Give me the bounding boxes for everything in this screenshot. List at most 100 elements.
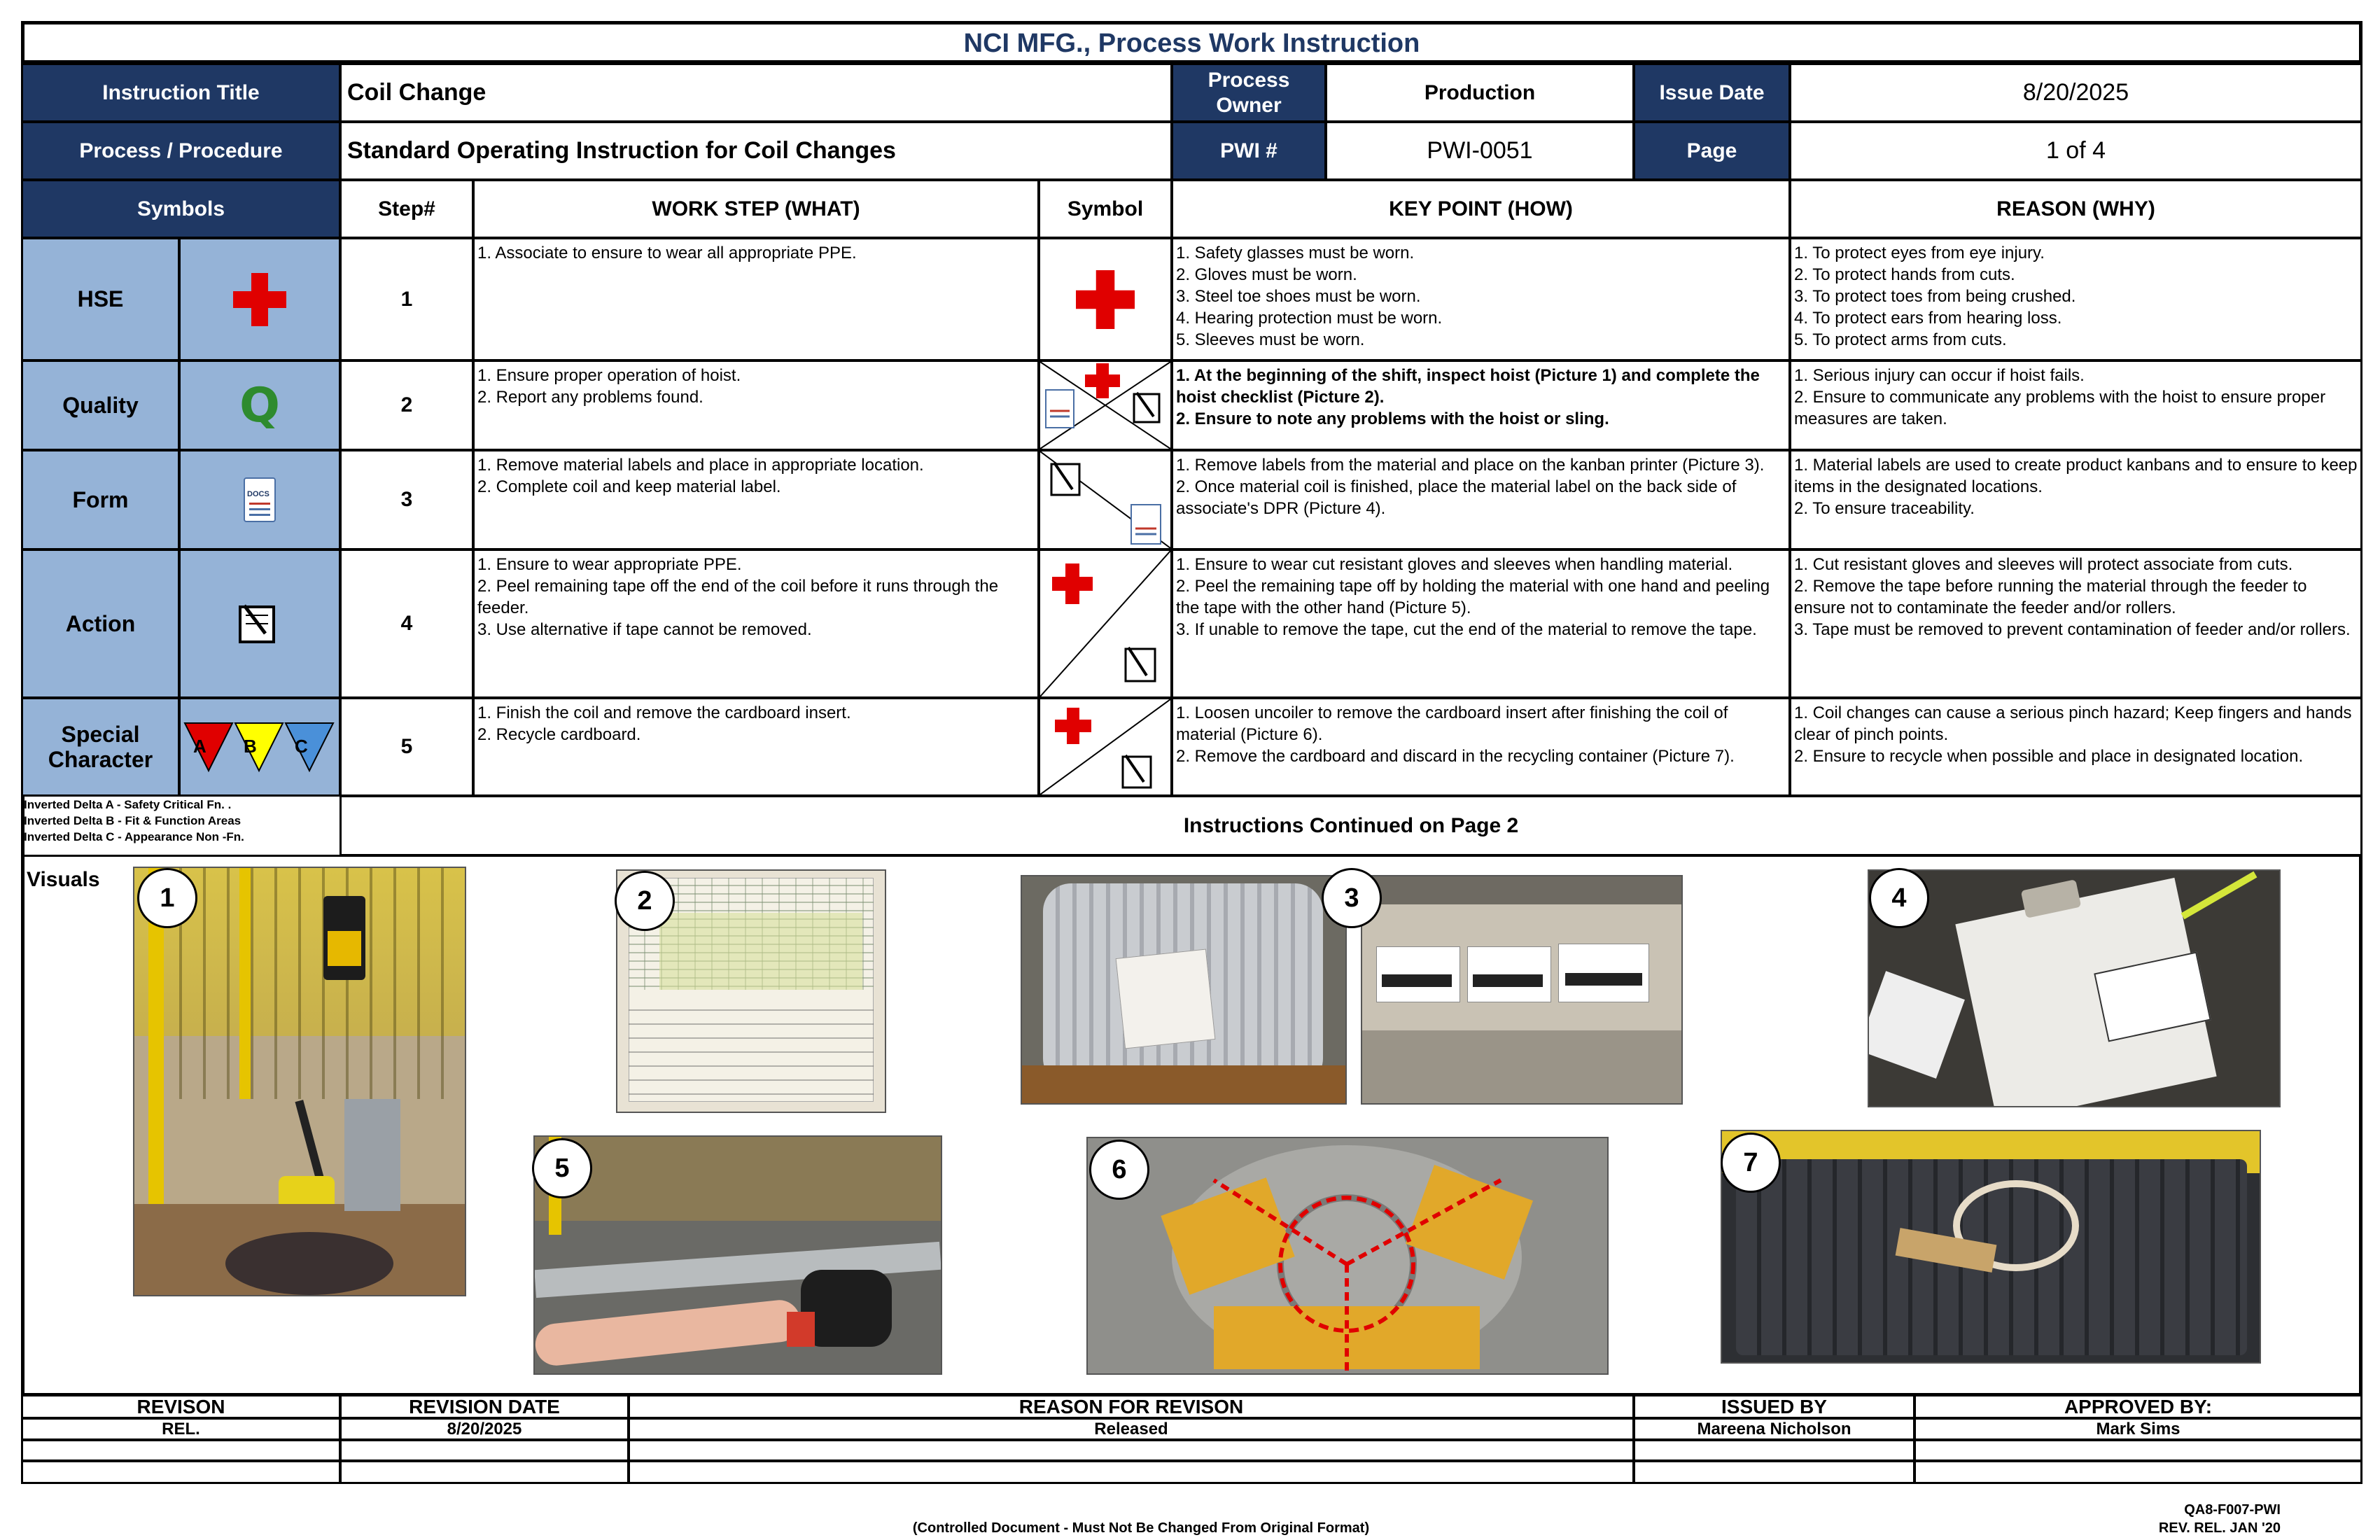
legend-delta-c: Inverted Delta C - Appearance Non -Fn. bbox=[24, 830, 244, 844]
issue-date-label: Issue Date bbox=[1633, 63, 1791, 122]
step-2-how-text: 1. At the beginning of the shift, inspec… bbox=[1176, 366, 1760, 428]
page-label: Page bbox=[1633, 121, 1791, 181]
approved-by-value: Mark Sims bbox=[1914, 1418, 2362, 1441]
action-notepad-icon bbox=[239, 604, 275, 643]
symbol-label-quality: Quality bbox=[21, 360, 180, 451]
page-title: NCI MFG., Process Work Instruction bbox=[24, 24, 2359, 63]
revision-empty-row-2 bbox=[628, 1460, 1634, 1484]
step-4-how: 1. Ensure to wear cut resistant gloves a… bbox=[1171, 549, 1791, 699]
step-4-why-text: 1. Cut resistant gloves and sleeves will… bbox=[1794, 555, 2351, 639]
form-revision: REV. REL. JAN '20 bbox=[2158, 1520, 2281, 1536]
step-2-symbol bbox=[1038, 360, 1172, 451]
delta-legend: Inverted Delta A - Safety Critical Fn. .… bbox=[24, 797, 339, 845]
step-5-how: 1. Loosen uncoiler to remove the cardboa… bbox=[1171, 697, 1791, 797]
picture-6-badge: 6 bbox=[1089, 1140, 1149, 1200]
revision-empty-row-1 bbox=[1633, 1439, 1915, 1462]
page-value: 1 of 4 bbox=[1789, 121, 2362, 181]
picture-7-badge: 7 bbox=[1721, 1133, 1781, 1193]
legend-delta-b: Inverted Delta B - Fit & Function Areas bbox=[24, 814, 241, 827]
step-5-how-text: 1. Loosen uncoiler to remove the cardboa… bbox=[1176, 704, 1735, 766]
revision-date-header: REVISION DATE bbox=[340, 1394, 629, 1419]
pwi-label: PWI # bbox=[1171, 121, 1326, 181]
step-2-what-text: 1. Ensure proper operation of hoist. 2. … bbox=[477, 366, 741, 407]
step-1-what: 1. Associate to ensure to wear all appro… bbox=[472, 237, 1040, 361]
picture-4-clipboard bbox=[1868, 869, 2281, 1107]
red-cross-icon bbox=[1076, 270, 1135, 329]
quality-q-icon: Q bbox=[178, 360, 341, 451]
revision-date-value: 8/20/2025 bbox=[340, 1418, 629, 1441]
revision-top-border bbox=[21, 1393, 2362, 1395]
step-1-why-text: 1. To protect eyes from eye injury. 2. T… bbox=[1794, 244, 2076, 349]
continued-note: Instructions Continued on Page 2 bbox=[340, 795, 2362, 856]
issued-by-header: ISSUED BY bbox=[1633, 1394, 1915, 1419]
step-3-symbol-graphics bbox=[1040, 451, 1170, 548]
step-5-number: 5 bbox=[340, 697, 474, 797]
symbol-label-special: Special Character bbox=[21, 697, 180, 797]
symbol-label-form: Form bbox=[21, 449, 180, 550]
step-5-symbol-graphics bbox=[1040, 699, 1170, 794]
picture-5-badge: 5 bbox=[532, 1138, 592, 1198]
visuals-divider bbox=[21, 855, 2362, 857]
revision-empty-row-2 bbox=[21, 1460, 341, 1484]
step-3-number: 3 bbox=[340, 449, 474, 550]
step-4-number: 4 bbox=[340, 549, 474, 699]
step-2-how: 1. At the beginning of the shift, inspec… bbox=[1171, 360, 1791, 451]
step-3-what-text: 1. Remove material labels and place in a… bbox=[477, 456, 924, 496]
step-2-why: 1. Serious injury can occur if hoist fai… bbox=[1789, 360, 2362, 451]
action-symbol-cell bbox=[178, 549, 341, 699]
step-2-what: 1. Ensure proper operation of hoist. 2. … bbox=[472, 360, 1040, 451]
step-4-what-text: 1. Ensure to wear appropriate PPE. 2. Pe… bbox=[477, 555, 999, 639]
step-1-how-text: 1. Safety glasses must be worn. 2. Glove… bbox=[1176, 244, 1443, 349]
hse-symbol-cell bbox=[178, 237, 341, 361]
special-symbol-cell: A B C bbox=[178, 697, 341, 797]
revision-empty-row-2 bbox=[1633, 1460, 1915, 1484]
process-owner-label: Process Owner bbox=[1171, 63, 1326, 122]
step-2-why-text: 1. Serious injury can occur if hoist fai… bbox=[1794, 366, 2326, 428]
step-4-symbol-graphics bbox=[1040, 551, 1170, 696]
picture-1-hoist bbox=[133, 867, 466, 1296]
reason-header: REASON (WHY) bbox=[1789, 179, 2362, 239]
delta-c-label: C bbox=[295, 736, 308, 757]
step-3-what: 1. Remove material labels and place in a… bbox=[472, 449, 1040, 550]
step-5-symbol bbox=[1038, 697, 1172, 797]
pwi-value: PWI-0051 bbox=[1325, 121, 1634, 181]
legend-delta-a: Inverted Delta A - Safety Critical Fn. . bbox=[24, 798, 232, 811]
red-cross-icon bbox=[233, 272, 286, 326]
revision-reason-header: REASON FOR REVISON bbox=[628, 1394, 1634, 1419]
step-3-how-text: 1. Remove labels from the material and p… bbox=[1176, 456, 1765, 518]
picture-6-uncoiler bbox=[1086, 1137, 1609, 1375]
step-header: Step# bbox=[340, 179, 474, 239]
step-1-how: 1. Safety glasses must be worn. 2. Glove… bbox=[1171, 237, 1791, 361]
picture-6-red-arrows bbox=[1212, 1178, 1502, 1373]
step-3-why-text: 1. Material labels are used to create pr… bbox=[1794, 456, 2358, 518]
controlled-document-note: (Controlled Document - Must Not Be Chang… bbox=[912, 1520, 1370, 1536]
work-step-header: WORK STEP (WHAT) bbox=[472, 179, 1040, 239]
docs-form-icon: DOCS bbox=[244, 477, 276, 522]
step-4-how-text: 1. Ensure to wear cut resistant gloves a… bbox=[1176, 555, 1770, 639]
step-5-why-text: 1. Coil changes can cause a serious pinc… bbox=[1794, 704, 2352, 766]
step-1-why: 1. To protect eyes from eye injury. 2. T… bbox=[1789, 237, 2362, 361]
step-1-symbol bbox=[1038, 237, 1172, 361]
step-3-symbol bbox=[1038, 449, 1172, 550]
process-procedure-value: Standard Operating Instruction for Coil … bbox=[340, 121, 1172, 181]
step-1-number: 1 bbox=[340, 237, 474, 361]
picture-7-recycle-bin bbox=[1721, 1130, 2261, 1364]
process-procedure-label: Process / Procedure bbox=[21, 121, 341, 181]
symbol-label-hse: HSE bbox=[21, 237, 180, 361]
delta-a-label: A bbox=[193, 736, 206, 757]
picture-2-badge: 2 bbox=[615, 871, 675, 931]
picture-3-badge: 3 bbox=[1322, 868, 1382, 928]
form-number: QA8-F007-PWI bbox=[2184, 1502, 2281, 1518]
revision-empty-row-1 bbox=[21, 1439, 341, 1462]
process-owner-value: Production bbox=[1325, 63, 1634, 122]
picture-5-tape bbox=[533, 1135, 942, 1375]
instruction-title-value: Coil Change bbox=[340, 63, 1172, 122]
symbol-label-action: Action bbox=[21, 549, 180, 699]
inverted-delta-icons bbox=[183, 722, 335, 773]
revision-empty-row-1 bbox=[340, 1439, 629, 1462]
picture-4-badge: 4 bbox=[1869, 868, 1929, 928]
revision-reason-value: Released bbox=[628, 1418, 1634, 1441]
form-symbol-cell: DOCS bbox=[178, 449, 341, 550]
revision-empty-row-2 bbox=[1914, 1460, 2362, 1484]
revision-value: REL. bbox=[21, 1418, 341, 1441]
